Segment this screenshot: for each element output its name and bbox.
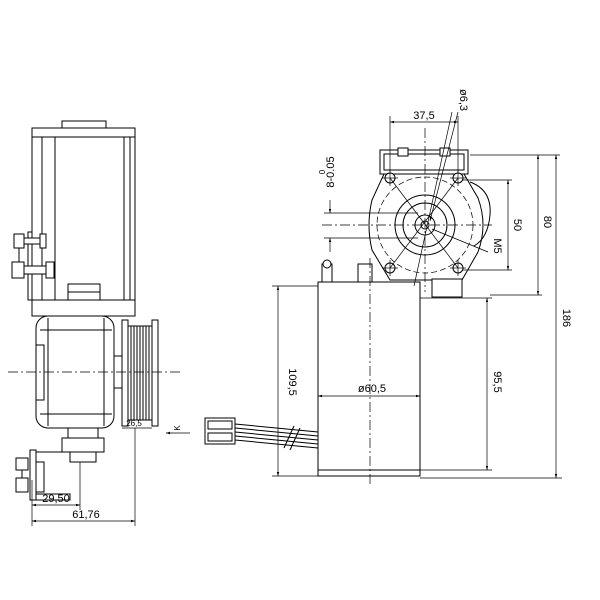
motor-body-front — [317, 258, 463, 484]
side-view-dimensions: 29,50 61,76 26,5 K — [31, 419, 190, 526]
front-view-dimensions: 37,5 ø6,3 8-0.05 0 50 80 M5 — [272, 89, 572, 479]
thread-m5-label: M5 — [491, 238, 503, 253]
dim-50-label: 50 — [511, 219, 523, 231]
mounting-screw-holes — [382, 170, 466, 276]
side-view: 29,50 61,76 26,5 K — [8, 120, 190, 526]
lower-mounting-bracket — [15, 427, 105, 501]
upper-mounting-bracket — [11, 231, 55, 301]
dim-186-label: 186 — [560, 309, 572, 327]
dim-60-5-label: ø60,5 — [358, 383, 386, 395]
front-view: 37,5 ø6,3 8-0.05 0 50 80 M5 — [204, 89, 572, 484]
motor-can — [317, 281, 421, 477]
dim-6-3-label: ø6,3 — [457, 89, 469, 111]
gearbox-outline — [368, 173, 484, 281]
dim-80-label: 80 — [541, 216, 553, 228]
dim-8-label: 8-0.05 — [325, 156, 337, 187]
motor-top-cap — [61, 120, 107, 129]
wire-connector — [204, 417, 236, 445]
mounting-foot — [431, 278, 463, 298]
dim-109-5-label: 109,5 — [286, 368, 298, 396]
dim-95-5-label: 95,5 — [491, 371, 503, 392]
toothed-pulley — [113, 319, 159, 427]
view-k-label: K — [173, 425, 182, 431]
wire-harness — [204, 417, 319, 451]
gearbox-front-face — [368, 147, 491, 281]
dim-29-50-label: 29,50 — [42, 493, 70, 505]
dim-8-tolerance: 0 — [318, 169, 327, 174]
gearbox-top-plate — [31, 299, 136, 317]
dim-26-5-label: 26,5 — [126, 419, 142, 428]
dim-37-5-label: 37,5 — [413, 110, 434, 122]
dim-61-76-label: 61,76 — [72, 509, 100, 521]
